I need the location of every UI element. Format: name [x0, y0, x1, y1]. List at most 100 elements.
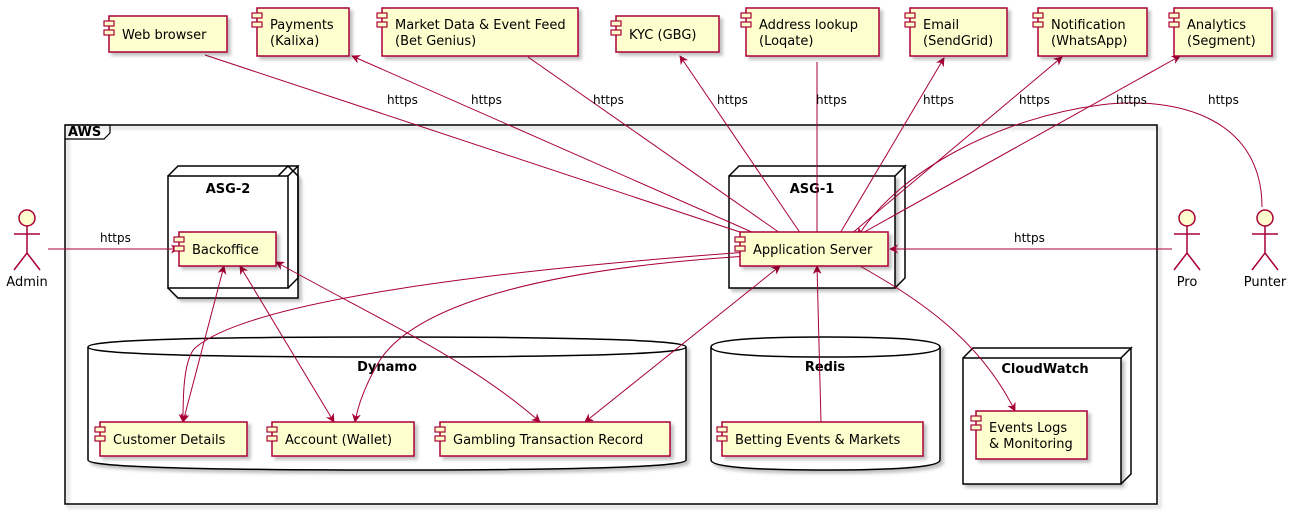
component-tab-icon — [1032, 21, 1044, 28]
address-lookup-component-label: Address lookup — [759, 18, 858, 33]
punter-actor-head-icon — [1256, 209, 1274, 227]
edge-label-payments: https — [471, 93, 502, 107]
payments-component-label: Payments — [270, 18, 334, 33]
events-logs-component: Events Logs& Monitoring — [970, 410, 1088, 460]
edge-label-pro: https — [1014, 231, 1045, 245]
component-tab-icon — [251, 21, 263, 28]
component-tab-icon — [434, 426, 446, 433]
component-tab-icon — [251, 12, 263, 19]
market-data-component-label: (Bet Genius) — [395, 34, 476, 49]
component-tab-icon — [740, 12, 752, 19]
component-tab-icon — [610, 20, 622, 27]
component-tab-icon — [376, 12, 388, 19]
gambling-transaction-component: Gambling Transaction Record — [434, 421, 671, 457]
component-tab-icon — [716, 426, 728, 433]
edge-betting-appserver — [812, 265, 822, 423]
edges — [48, 54, 1263, 423]
cloudwatch-label: CloudWatch — [1001, 362, 1088, 377]
customer-details-component-label: Customer Details — [113, 433, 226, 448]
gambling-transaction-component-label: Gambling Transaction Record — [453, 433, 643, 448]
events-logs-component-label: & Monitoring — [989, 437, 1073, 452]
edge-marketdata-appserver — [527, 56, 791, 241]
component-tab-icon — [173, 236, 185, 243]
web-browser-component: Web browser — [103, 15, 228, 53]
edge-appserver-notification — [843, 56, 1063, 241]
component-tab-icon — [734, 236, 746, 243]
component-tab-icon — [1032, 12, 1044, 19]
component-tab-icon — [610, 29, 622, 36]
component-tab-icon — [1168, 21, 1180, 28]
component-tab-icon — [1168, 12, 1180, 19]
payments-component-label: (Kalixa) — [270, 34, 319, 49]
admin-actor: Admin — [6, 209, 48, 290]
component-tab-icon — [734, 245, 746, 252]
admin-actor-head-icon — [18, 209, 36, 227]
account-wallet-component-label: Account (Wallet) — [285, 433, 392, 448]
customer-details-component: Customer Details — [94, 421, 248, 457]
aws-frame-label: AWS — [68, 125, 101, 140]
email-component: Email(SendGrid) — [904, 7, 1008, 57]
component-tab-icon — [266, 435, 278, 442]
edge-kyc-appserver — [679, 55, 806, 241]
redis-label: Redis — [805, 360, 846, 375]
pro-actor: Pro — [1173, 209, 1201, 290]
pro-actor-head-icon — [1178, 209, 1196, 227]
edge-punter-appserver — [857, 102, 1263, 237]
edge-label-email: https — [923, 93, 954, 107]
edge-appserver-email — [835, 57, 945, 241]
edge-label-punter: https — [1208, 93, 1239, 107]
dynamo-label: Dynamo — [357, 360, 417, 375]
notification-component: Notification(WhatsApp) — [1032, 7, 1148, 57]
email-component-label: Email — [923, 18, 959, 33]
market-data-component-label: Market Data & Event Feed — [395, 18, 566, 33]
address-lookup-component-label: (Loqate) — [759, 34, 813, 49]
analytics-component-label: Analytics — [1187, 18, 1246, 33]
component-tab-icon — [740, 21, 752, 28]
edge-appserver-gambling — [584, 265, 781, 423]
backoffice-component-label: Backoffice — [192, 243, 259, 258]
address-lookup-component: Address lookup(Loqate) — [740, 7, 880, 57]
component-tab-icon — [173, 245, 185, 252]
edge-label-kyc: https — [717, 93, 748, 107]
components: Web browser Payments(Kalixa) Market Data &… — [94, 7, 1273, 460]
account-wallet-component: Account (Wallet) — [266, 421, 415, 457]
component-tab-icon — [970, 424, 982, 431]
component-tab-icon — [904, 21, 916, 28]
component-tab-icon — [94, 435, 106, 442]
admin-actor-label: Admin — [6, 275, 47, 290]
edge-label-marketdata: https — [593, 93, 624, 107]
market-data-component: Market Data & Event Feed(Bet Genius) — [376, 7, 579, 57]
backoffice-component: Backoffice — [173, 231, 277, 267]
events-logs-component-label: Events Logs — [989, 421, 1067, 436]
component-tab-icon — [716, 435, 728, 442]
component-tab-icon — [904, 12, 916, 19]
component-tab-icon — [266, 426, 278, 433]
email-component-label: (SendGrid) — [923, 34, 993, 49]
asg1-label: ASG-1 — [790, 182, 835, 197]
punter-actor-body-icon — [1251, 226, 1279, 271]
kyc-component: KYC (GBG) — [610, 15, 720, 53]
betting-events-component-label: Betting Events & Markets — [735, 433, 900, 448]
web-browser-component-label: Web browser — [122, 28, 207, 43]
analytics-component-label: (Segment) — [1187, 34, 1256, 49]
kyc-component-label: KYC (GBG) — [629, 28, 696, 43]
component-tab-icon — [434, 435, 446, 442]
edge-labels: https https https https https https http… — [100, 93, 1239, 245]
edge-label-notification: https — [1019, 93, 1050, 107]
application-server-component-label: Application Server — [753, 243, 873, 258]
payments-component: Payments(Kalixa) — [251, 7, 350, 57]
component-tab-icon — [970, 415, 982, 422]
component-tab-icon — [376, 21, 388, 28]
pro-actor-body-icon — [1173, 226, 1201, 271]
edge-label-webbrowser: https — [387, 93, 418, 107]
punter-actor-label: Punter — [1244, 275, 1287, 290]
component-tab-icon — [103, 29, 115, 36]
component-tab-icon — [94, 426, 106, 433]
edge-label-analytics: https — [1116, 93, 1147, 107]
punter-actor: Punter — [1244, 209, 1287, 290]
edge-appserver-analytics — [849, 55, 1181, 241]
component-tab-icon — [103, 20, 115, 27]
asg2-label: ASG-2 — [206, 182, 251, 197]
